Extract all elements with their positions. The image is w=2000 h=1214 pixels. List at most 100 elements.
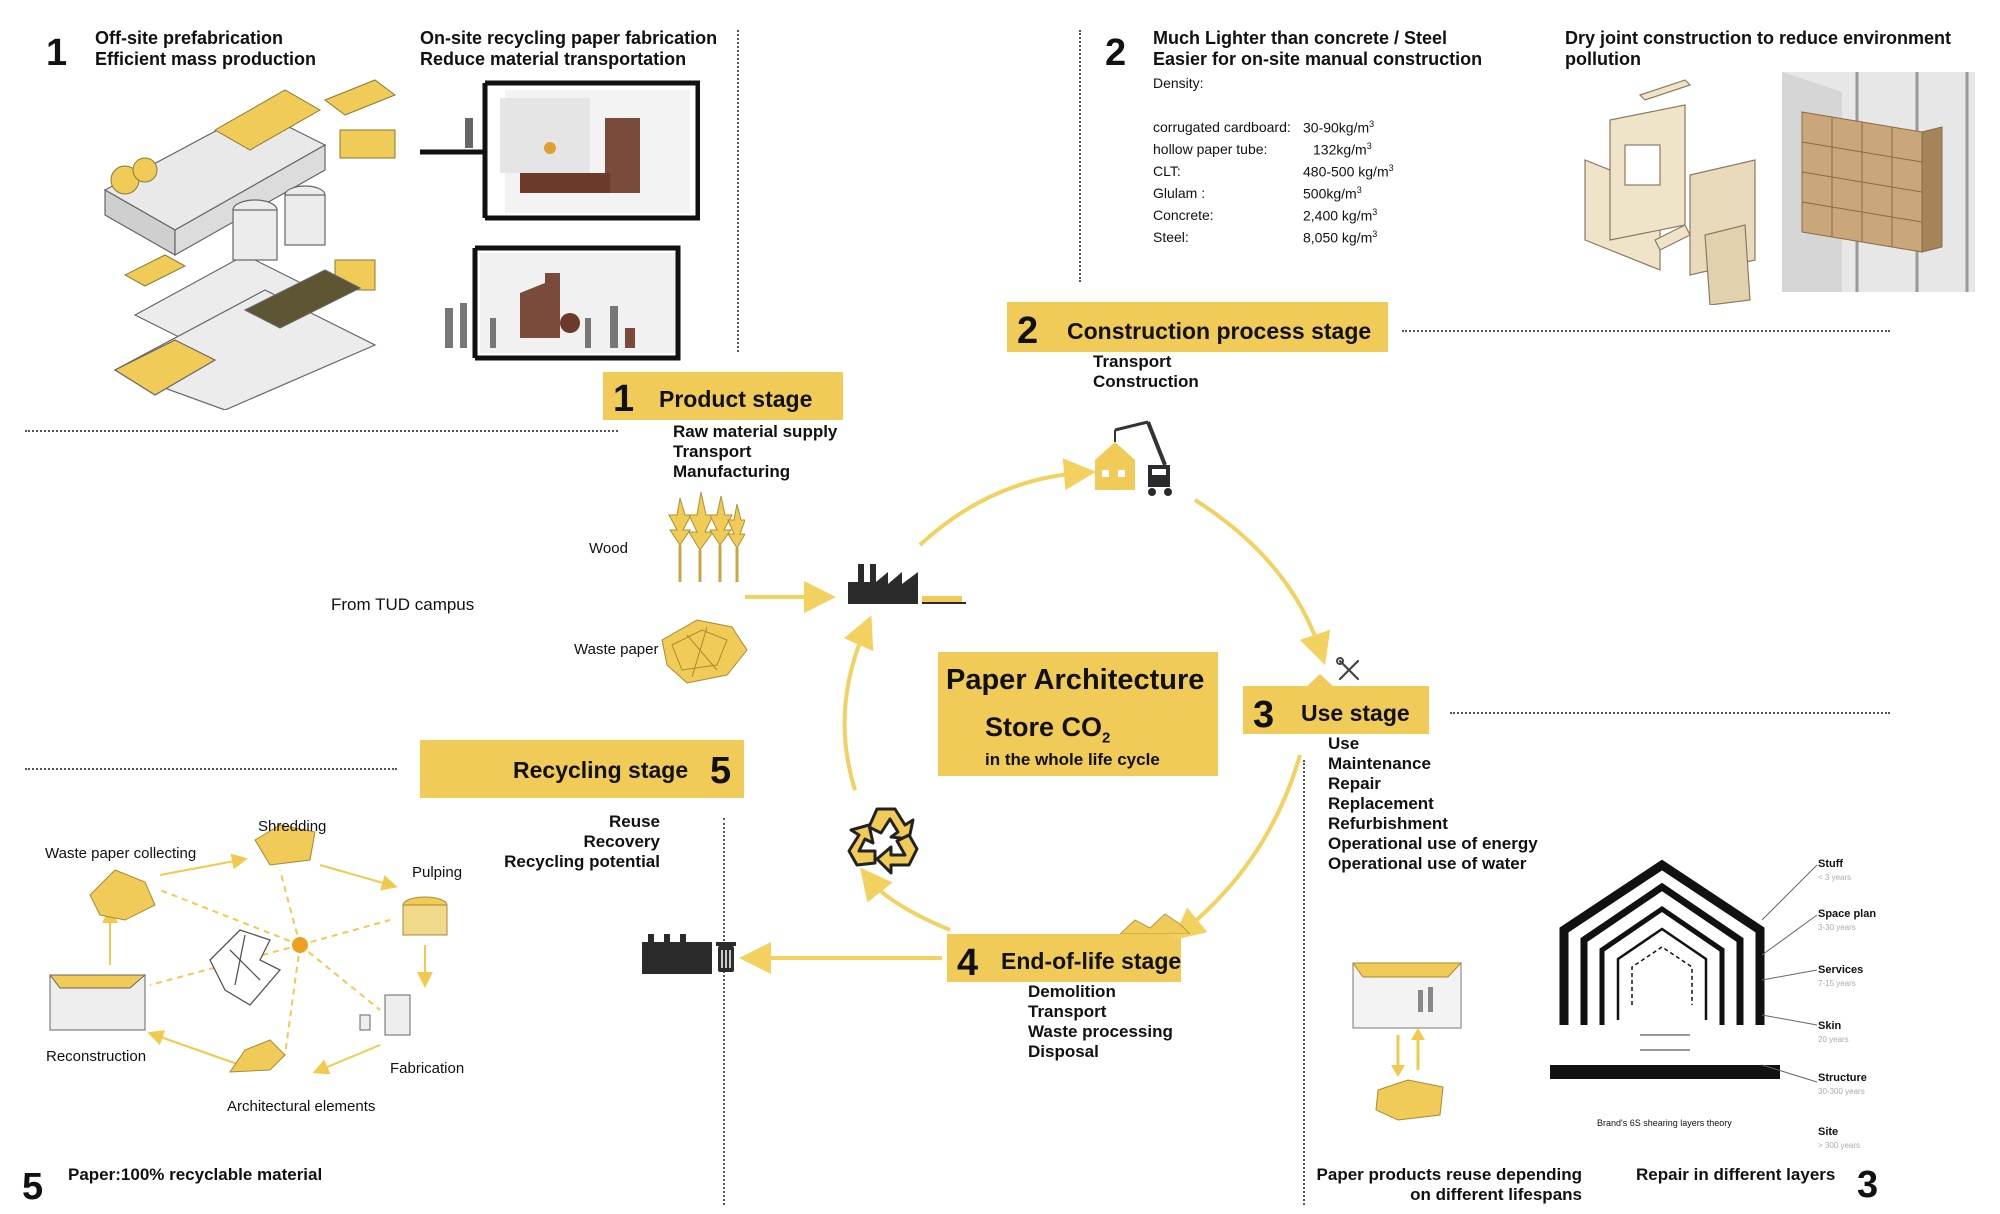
- end-of-life-items: Demolition Transport Waste processing Di…: [1028, 982, 1173, 1062]
- recycling-stage-box: Recycling stage 5: [420, 740, 744, 798]
- fabrication-label: Fabrication: [390, 1060, 465, 1077]
- recyclable-material-text: Paper:100% recyclable material: [68, 1165, 323, 1184]
- divider-top-right: [1079, 30, 1081, 282]
- layer-site: Site> 300 years: [1818, 1126, 1861, 1150]
- wood-label: Wood: [589, 540, 628, 557]
- construction-stage-number: 2: [1017, 310, 1039, 352]
- dry-joint-wall-illustration: [1782, 72, 1975, 292]
- density-row: Glulam :500kg/m3: [1153, 184, 1362, 202]
- use-stage-title: Use stage: [1301, 700, 1410, 726]
- divider-h-construction: [1402, 330, 1890, 332]
- divider-h-top-left: [25, 430, 618, 432]
- section-number-3-bottom: 3: [1857, 1164, 1879, 1206]
- density-row: Concrete:2,400 kg/m3: [1153, 206, 1378, 224]
- recycling-item: Reuse: [608, 812, 660, 831]
- shearing-theory-caption: Brand's 6S shearing layers theory: [1597, 1118, 1732, 1128]
- use-item: Maintenance: [1328, 754, 1431, 773]
- dry-joint-line-1: Dry joint construction to reduce environ…: [1565, 28, 1952, 48]
- end-of-life-stage-box: 4 End-of-life stage: [947, 934, 1181, 982]
- product-item: Manufacturing: [673, 462, 791, 481]
- repair-layers-text: Repair in different layers: [1636, 1165, 1836, 1184]
- shredding-icon: [254, 824, 316, 866]
- end-of-life-item: Waste processing: [1028, 1022, 1173, 1041]
- waste-paper-collecting-label: Waste paper collecting: [45, 845, 197, 862]
- end-of-life-item: Transport: [1028, 1002, 1107, 1021]
- onsite-fabrication-illustration: [420, 80, 700, 361]
- product-stage-box: 1 Product stage: [603, 372, 843, 420]
- tools-icon: [1336, 657, 1360, 681]
- prefab-line-2: Efficient mass production: [95, 49, 317, 69]
- density-row: hollow paper tube:132kg/m3: [1153, 140, 1372, 158]
- lighter-line-2: Easier for on-site manual construction: [1153, 49, 1483, 69]
- use-item: Repair: [1328, 774, 1381, 793]
- density-row: Steel:8,050 kg/m3: [1153, 228, 1378, 246]
- recycle-icon: [847, 807, 919, 875]
- disposal-factory-icon: [642, 934, 736, 974]
- waste-paper-label: Waste paper: [574, 641, 659, 658]
- use-stage-roof-tab: [1305, 674, 1335, 688]
- pulping-label: Pulping: [412, 864, 463, 881]
- recycling-item: Recycling potential: [504, 852, 660, 871]
- recycling-stage-number: 5: [710, 750, 732, 792]
- arrow-use-to-end-of-life: [1172, 754, 1302, 941]
- reconstruction-label: Reconstruction: [46, 1048, 147, 1065]
- construction-stage-items: Transport Construction: [1093, 352, 1199, 392]
- density-row: CLT:480-500 kg/m3: [1153, 162, 1394, 180]
- use-stage-box: 3 Use stage: [1243, 686, 1429, 734]
- collecting-icon: [89, 869, 156, 921]
- construction-stage-box: 2 Construction process stage: [1007, 302, 1388, 352]
- density-row: corrugated cardboard:30-90kg/m3: [1153, 118, 1375, 136]
- onsite-line-1: On-site recycling paper fabrication: [420, 28, 718, 48]
- product-item: Raw material supply: [673, 422, 838, 441]
- onsite-text: On-site recycling paper fabrication Redu…: [420, 28, 717, 70]
- arrow-recycle-to-product: [842, 615, 874, 791]
- density-label: Density:: [1153, 75, 1204, 91]
- use-item: Operational use of energy: [1328, 834, 1538, 853]
- divider-v-use: [1303, 760, 1305, 1205]
- end-of-life-item: Demolition: [1028, 982, 1116, 1001]
- recycling-item: Recovery: [583, 832, 660, 851]
- construction-crane-icon: [1095, 420, 1172, 496]
- layer-leader-lines: [1762, 864, 1818, 1083]
- recycling-stage-title: Recycling stage: [513, 757, 689, 783]
- construction-item: Transport: [1093, 352, 1172, 371]
- use-item: Replacement: [1328, 794, 1434, 813]
- divider-v-recycling: [723, 818, 725, 1205]
- use-item: Use: [1328, 734, 1360, 753]
- prefab-factory-illustration: [103, 79, 397, 410]
- arrow-construction-to-use: [1193, 498, 1331, 666]
- section-number-2-top: 2: [1105, 32, 1127, 74]
- end-of-life-stage-title: End-of-life stage: [1001, 948, 1182, 974]
- arrow-end-of-life-to-recycle-icon: [859, 867, 951, 932]
- construction-stage-title: Construction process stage: [1067, 318, 1372, 344]
- prefab-text: Off-site prefabrication Efficient mass p…: [95, 28, 316, 70]
- lighter-text: Much Lighter than concrete / Steel Easie…: [1153, 28, 1482, 70]
- reuse-line-1: Paper products reuse depending: [1316, 1165, 1582, 1184]
- product-stage-items: Raw material supply Transport Manufactur…: [673, 422, 837, 482]
- section-number-5-bottom: 5: [22, 1166, 44, 1208]
- layer-stuff: Stuff< 3 years: [1818, 858, 1852, 882]
- divider-top-left: [737, 30, 739, 352]
- use-stage-number: 3: [1253, 694, 1275, 736]
- source-label: From TUD campus: [331, 595, 475, 614]
- product-item: Transport: [673, 442, 752, 461]
- product-stage-number: 1: [613, 378, 635, 420]
- use-stage-items: Use Maintenance Repair Replacement Refur…: [1328, 734, 1538, 874]
- center-box: Paper Architecture Store CO2 in the whol…: [938, 652, 1218, 776]
- end-of-life-item: Disposal: [1028, 1042, 1099, 1061]
- waste-paper-pile-icon: [661, 619, 748, 684]
- divider-h-recycling: [25, 768, 397, 770]
- use-item: Operational use of water: [1328, 854, 1527, 873]
- prefab-line-1: Off-site prefabrication: [95, 28, 284, 48]
- onsite-line-2: Reduce material transportation: [420, 49, 687, 69]
- center-title: Paper Architecture: [946, 664, 1205, 696]
- center-store-co2: Store CO2: [985, 712, 1111, 747]
- dry-joint-panels-illustration: [1584, 79, 1756, 305]
- use-item: Refurbishment: [1328, 814, 1448, 833]
- architectural-elements-label: Architectural elements: [227, 1098, 376, 1115]
- center-caption: in the whole life cycle: [985, 750, 1160, 769]
